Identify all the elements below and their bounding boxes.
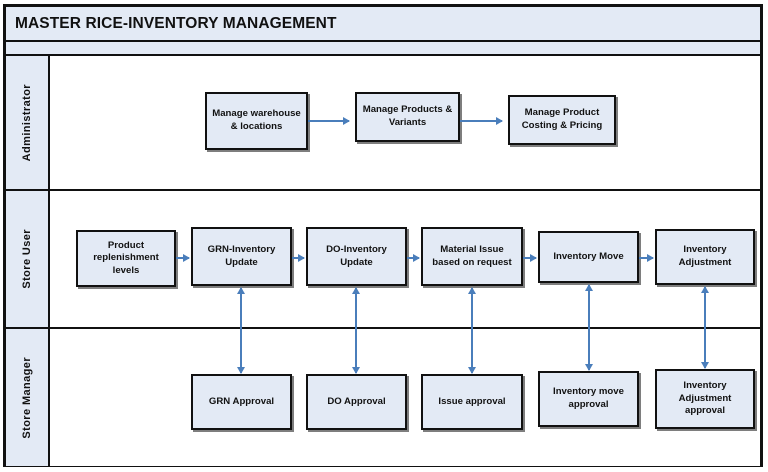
lane-header-administrator: Administrator — [6, 56, 50, 189]
node-do-inventory-update[interactable]: DO-Inventory Update — [306, 227, 407, 286]
node-label: Manage Product Costing & Pricing — [521, 107, 603, 131]
node-label: Issue approval — [438, 395, 506, 407]
node-manage-product-costing-pricing[interactable]: Manage Product Costing & Pricing — [508, 95, 616, 145]
lane-label-administrator: Administrator — [21, 83, 33, 162]
arrow-inventory-move-to-adjustment — [639, 257, 653, 259]
arrow-inventory-move-to-move-approval — [588, 285, 590, 370]
node-do-approval[interactable]: DO Approval — [306, 374, 407, 430]
page-title: MASTER RICE-INVENTORY MANAGEMENT — [15, 14, 337, 32]
node-label: Inventory Adjustment — [678, 244, 732, 268]
swimlane-administrator: Administrator — [5, 55, 761, 190]
arrow-grn-to-do — [292, 257, 304, 259]
node-label: GRN Approval — [208, 395, 275, 407]
node-inventory-adjustment[interactable]: Inventory Adjustment — [655, 229, 755, 285]
arrow-warehouse-to-products — [308, 120, 349, 122]
node-label: Inventory Adjustment approval — [678, 380, 732, 417]
node-manage-products-variants[interactable]: Manage Products & Variants — [355, 92, 460, 142]
lane-header-store-manager: Store Manager — [6, 329, 50, 466]
arrow-do-to-material-issue — [407, 257, 419, 259]
node-label: Inventory move approval — [553, 386, 624, 410]
arrow-products-to-costing — [460, 120, 502, 122]
node-manage-warehouse-locations[interactable]: Manage warehouse & locations — [205, 92, 308, 150]
lane-label-store-user: Store User — [21, 229, 33, 289]
arrow-grn-update-to-grn-approval — [240, 288, 242, 373]
node-product-replenishment-levels[interactable]: Product replenishment levels — [76, 230, 176, 287]
node-label: DO Approval — [327, 395, 386, 407]
arrow-do-update-to-do-approval — [355, 288, 357, 373]
diagram-title-bar: MASTER RICE-INVENTORY MANAGEMENT — [5, 6, 761, 41]
node-issue-approval[interactable]: Issue approval — [421, 374, 523, 430]
arrow-replenishment-to-grn — [176, 257, 189, 259]
lane-header-store-user: Store User — [6, 191, 50, 327]
node-label: Manage warehouse & locations — [212, 108, 301, 132]
node-label: Inventory Move — [553, 250, 624, 262]
node-material-issue-based-on-request[interactable]: Material Issue based on request — [421, 227, 523, 286]
node-inventory-adjustment-approval[interactable]: Inventory Adjustment approval — [655, 369, 755, 429]
title-subheader-strip — [5, 41, 761, 55]
lane-label-store-manager: Store Manager — [21, 356, 33, 439]
arrow-material-issue-to-inventory-move — [523, 257, 536, 259]
node-label: Material Issue based on request — [432, 243, 512, 268]
node-grn-inventory-update[interactable]: GRN-Inventory Update — [191, 227, 292, 286]
node-label: DO-Inventory Update — [326, 243, 387, 268]
node-label: GRN-Inventory Update — [207, 243, 276, 268]
arrow-material-issue-to-issue-approval — [471, 288, 473, 373]
node-label: Manage Products & Variants — [362, 104, 453, 128]
node-label: Product replenishment levels — [93, 239, 159, 276]
arrow-inventory-adjustment-to-adjustment-approval — [704, 287, 706, 368]
node-inventory-move[interactable]: Inventory Move — [538, 231, 639, 283]
node-grn-approval[interactable]: GRN Approval — [191, 374, 292, 430]
node-inventory-move-approval[interactable]: Inventory move approval — [538, 371, 639, 427]
